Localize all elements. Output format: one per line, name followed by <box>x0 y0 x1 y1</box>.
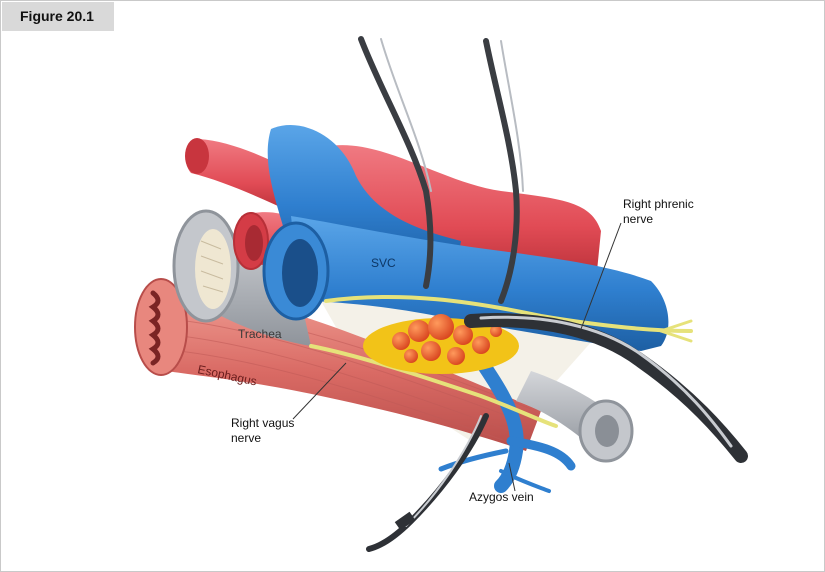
azygos-branch-right <box>506 436 576 471</box>
right-vagus-label-1: Right vagus <box>231 416 294 430</box>
node-fat <box>363 318 519 374</box>
esophagus <box>151 295 541 451</box>
right-phrenic-label-1: Right phrenic <box>623 197 694 211</box>
retractor-instrument <box>464 313 748 463</box>
right-phrenic-label-2: nerve <box>623 212 653 226</box>
forceps-left <box>358 36 434 289</box>
figure-label: Figure 20.1 <box>2 2 114 31</box>
azygos-arch <box>474 354 524 493</box>
artery-upper-left-end <box>185 138 209 174</box>
trachea-label: Trachea <box>238 327 282 341</box>
bronchus-lumen <box>595 415 619 447</box>
azygos-branch-left <box>438 448 509 472</box>
trachea-cartilage <box>200 240 224 293</box>
esophagus-lumen <box>148 290 161 366</box>
svc-lumen <box>282 239 318 307</box>
azygos-label: Azygos vein <box>469 490 534 504</box>
phrenic-nerve-tail <box>659 319 693 343</box>
svc <box>291 216 669 351</box>
svc-label: SVC <box>371 256 396 270</box>
trachea-lumen <box>195 229 231 309</box>
artery-upper-left <box>185 139 301 213</box>
esophagus-end <box>134 278 188 376</box>
artery-middle-lumen <box>245 225 263 261</box>
forceps-right <box>483 38 524 304</box>
right-vagus-label-2: nerve <box>231 431 261 445</box>
clamp-lower-left <box>366 413 489 552</box>
leader-lines <box>292 222 622 492</box>
azygos-branch-small <box>499 469 551 493</box>
vagus-nerve <box>309 344 558 428</box>
